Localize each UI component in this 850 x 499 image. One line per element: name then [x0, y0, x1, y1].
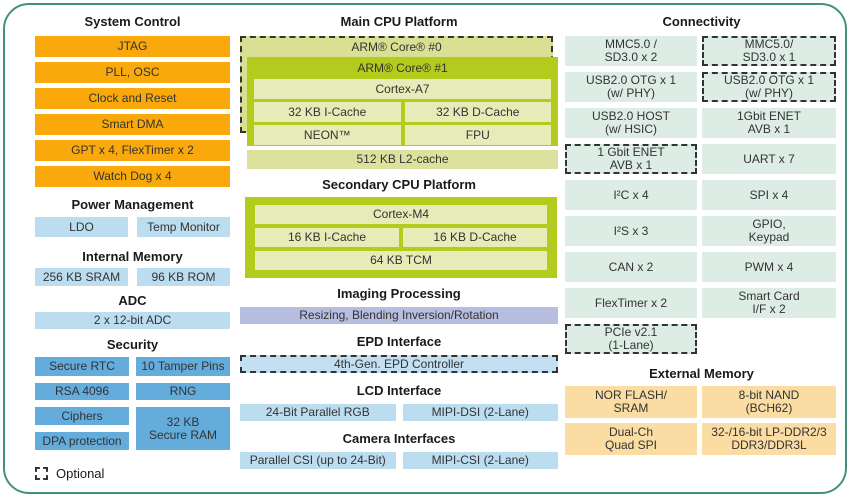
block-parallel-csi: Parallel CSI (up to 24-Bit)	[240, 452, 396, 469]
block-uart: UART x 7	[702, 144, 836, 174]
block-i2s: I²S x 3	[565, 216, 697, 246]
block-smart-dma: Smart DMA	[35, 114, 230, 135]
section-title-main-cpu: Main CPU Platform	[340, 14, 458, 29]
section-title-epd: EPD Interface	[356, 334, 442, 349]
block-secure-rtc: Secure RTC	[35, 357, 129, 376]
block-sram: 256 KB SRAM	[35, 268, 128, 286]
block-mipi-dsi: MIPI-DSI (2-Lane)	[402, 404, 558, 421]
middle-column: Main CPU Platform ARM® Core® #0 ARM® Cor…	[240, 14, 558, 469]
block-mmc-sd-x2: MMC5.0 / SD3.0 x 2	[565, 36, 697, 66]
block-enet-avb-optional: 1 Gbit ENET AVB x 1	[565, 144, 697, 174]
block-a7-icache: 32 KB I-Cache	[254, 102, 401, 122]
block-watchdog: Watch Dog x 4	[35, 166, 230, 187]
block-adc: 2 x 12-bit ADC	[35, 312, 230, 329]
block-m4-icache: 16 KB I-Cache	[255, 228, 399, 247]
block-ciphers: Ciphers	[35, 407, 129, 425]
block-temp-monitor: Temp Monitor	[137, 217, 230, 237]
section-title-connectivity: Connectivity	[662, 14, 741, 29]
block-mipi-csi: MIPI-CSI (2-Lane)	[402, 452, 558, 469]
right-column: Connectivity MMC5.0 / SD3.0 x 2 MMC5.0/ …	[565, 14, 838, 455]
block-flextimer: FlexTimer x 2	[565, 288, 697, 318]
block-dpa-protection: DPA protection	[35, 432, 129, 450]
block-pwm: PWM x 4	[702, 252, 836, 282]
section-title-imaging: Imaging Processing	[337, 286, 461, 301]
security-grid: Secure RTC 10 Tamper Pins RSA 4096 RNG C…	[35, 357, 230, 450]
block-l2-cache: 512 KB L2-cache	[247, 150, 558, 169]
block-usb-otg-optional: USB2.0 OTG x 1 (w/ PHY)	[702, 72, 836, 102]
block-clock-reset: Clock and Reset	[35, 88, 230, 109]
block-parallel-rgb: 24-Bit Parallel RGB	[240, 404, 396, 421]
block-jtag: JTAG	[35, 36, 230, 57]
block-spi: SPI x 4	[702, 180, 836, 210]
section-title-system-control: System Control	[84, 14, 181, 29]
block-tamper-pins: 10 Tamper Pins	[136, 357, 230, 376]
block-a7-dcache: 32 KB D-Cache	[404, 102, 551, 122]
block-enet-avb: 1Gbit ENET AVB x 1	[702, 108, 836, 138]
block-epd-controller: 4th-Gen. EPD Controller	[240, 355, 558, 373]
block-ldo: LDO	[35, 217, 128, 237]
block-secure-ram: 32 KB Secure RAM	[136, 407, 230, 450]
secondary-cpu-frame: Cortex-M4 16 KB I-Cache 16 KB D-Cache 64…	[245, 197, 557, 278]
section-title-external-memory: External Memory	[649, 366, 754, 381]
block-rng: RNG	[136, 383, 230, 400]
section-title-lcd: LCD Interface	[356, 383, 442, 398]
block-usb-host: USB2.0 HOST (w/ HSIC)	[565, 108, 697, 138]
block-cortex-m4: Cortex-M4	[255, 205, 547, 224]
block-m4-dcache: 16 KB D-Cache	[403, 228, 547, 247]
block-arm-core-1: ARM® Core® #1 Cortex-A7 32 KB I-Cache 32…	[247, 57, 558, 146]
optional-legend: Optional	[35, 466, 230, 481]
block-cortex-a7: Cortex-A7	[254, 79, 551, 99]
block-mmc-sd-x1-optional: MMC5.0/ SD3.0 x 1	[702, 36, 836, 66]
block-quad-spi: Dual-Ch Quad SPI	[565, 423, 697, 455]
arm-core-1-label: ARM® Core® #1	[357, 61, 448, 75]
connectivity-grid: MMC5.0 / SD3.0 x 2 MMC5.0/ SD3.0 x 1 USB…	[565, 36, 838, 354]
block-rsa: RSA 4096	[35, 383, 129, 400]
section-title-internal-memory: Internal Memory	[82, 249, 183, 264]
block-pcie-optional: PCIe v2.1 (1-Lane)	[565, 324, 697, 354]
block-smart-card: Smart Card I/F x 2	[702, 288, 836, 318]
block-gpio-keypad: GPIO, Keypad	[702, 216, 836, 246]
block-nor-flash: NOR FLASH/ SRAM	[565, 386, 697, 418]
block-tcm: 64 KB TCM	[255, 251, 547, 270]
left-column: System Control JTAG PLL, OSC Clock and R…	[35, 14, 230, 481]
section-title-power-management: Power Management	[71, 197, 194, 212]
block-can: CAN x 2	[565, 252, 697, 282]
block-neon: NEON™	[254, 125, 401, 145]
block-pll-osc: PLL, OSC	[35, 62, 230, 83]
section-title-camera: Camera Interfaces	[342, 431, 456, 446]
block-rom: 96 KB ROM	[137, 268, 230, 286]
section-title-adc: ADC	[118, 293, 147, 308]
block-nand: 8-bit NAND (BCH62)	[702, 386, 836, 418]
block-i2c: I²C x 4	[565, 180, 697, 210]
block-lpddr: 32-/16-bit LP-DDR2/3 DDR3/DDR3L	[702, 423, 836, 455]
section-title-security: Security	[106, 337, 159, 352]
optional-legend-label: Optional	[56, 466, 105, 481]
block-usb-otg: USB2.0 OTG x 1 (w/ PHY)	[565, 72, 697, 102]
block-imaging: Resizing, Blending Inversion/Rotation	[240, 307, 558, 324]
block-gpt-flextimer: GPT x 4, FlexTimer x 2	[35, 140, 230, 161]
block-fpu: FPU	[404, 125, 551, 145]
section-title-secondary-cpu: Secondary CPU Platform	[322, 177, 476, 192]
main-cpu-stack: ARM® Core® #0 ARM® Core® #1 Cortex-A7 32…	[240, 36, 558, 146]
optional-dashed-swatch	[35, 467, 48, 480]
external-memory-grid: NOR FLASH/ SRAM 8-bit NAND (BCH62) Dual-…	[565, 386, 838, 455]
